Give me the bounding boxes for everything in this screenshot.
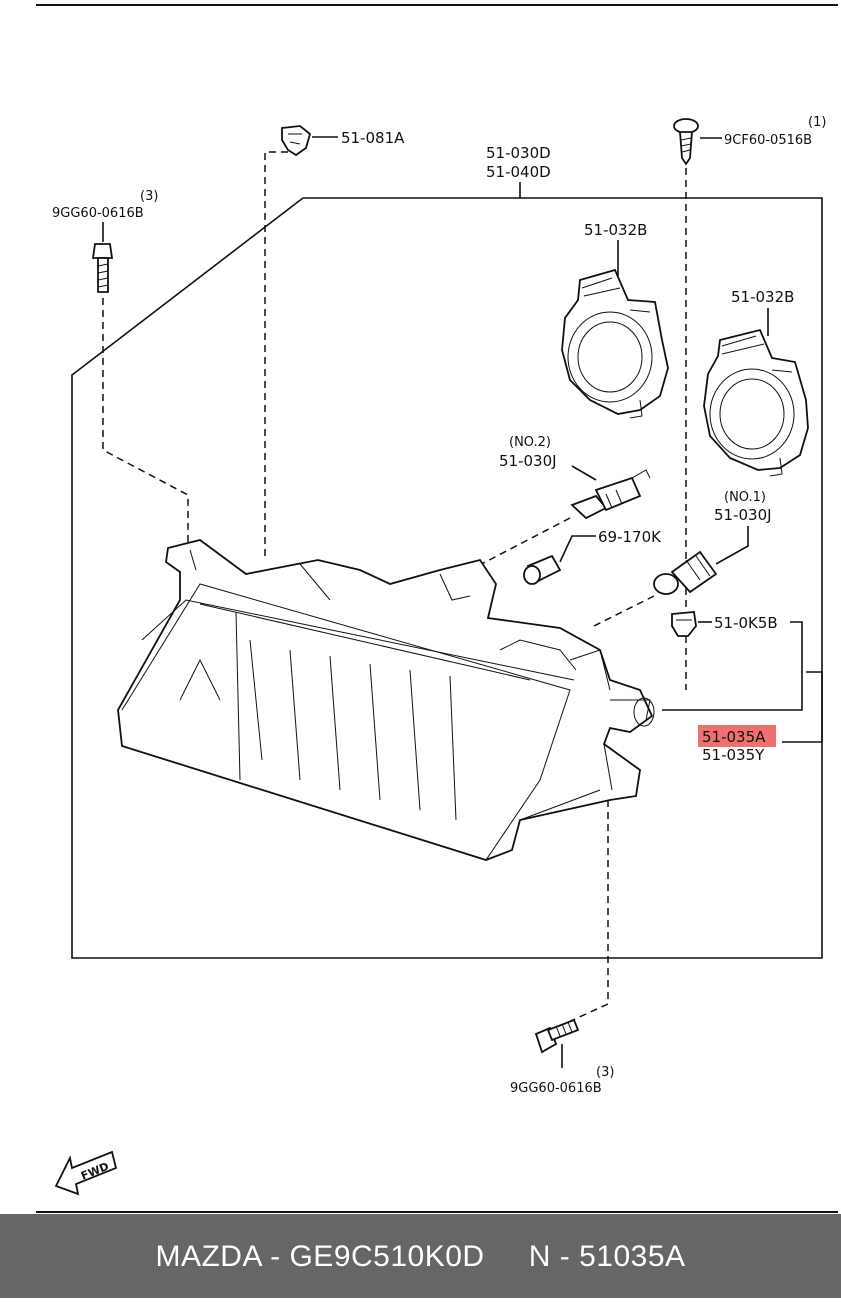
- assembly-outline: [71, 197, 823, 959]
- fwd-arrow-icon: FWD: [54, 1150, 118, 1196]
- cap-lower-icon: [703, 328, 809, 477]
- label-bracket-2: 51-035Y: [702, 746, 765, 764]
- bulb-no2-icon: [570, 469, 651, 520]
- headlamp-icon: [117, 539, 655, 861]
- screw-top-icon: [673, 118, 699, 166]
- label-bolt-bottom-qty: (3): [596, 1065, 614, 1080]
- label-screw-top-qty: (1): [808, 115, 826, 130]
- bulb-no1-icon: [653, 550, 718, 595]
- label-screw-top: 9CF60-0516B: [724, 133, 812, 148]
- label-bulb-no2: 51-030J: [499, 452, 557, 470]
- label-bulb-no1: 51-030J: [714, 506, 772, 524]
- label-cap-1: 51-032B: [584, 221, 647, 239]
- cap-upper-icon: [561, 268, 669, 419]
- label-cap-2: 51-032B: [731, 288, 794, 306]
- label-bolt-left-qty: (3): [140, 189, 158, 204]
- small-bulb-icon: [523, 554, 562, 585]
- bolt-bottom-icon: [534, 1018, 580, 1054]
- bolt-left-icon: [91, 243, 114, 293]
- label-bulb-no2-tag: (NO.2): [509, 435, 551, 450]
- footer-bar: [0, 1214, 841, 1298]
- label-bolt-bottom: 9GG60-0616B: [510, 1081, 602, 1096]
- clip-top-icon: [281, 125, 312, 157]
- label-clip-right: 51-0K5B: [714, 614, 778, 632]
- label-clip-top: 51-081A: [341, 129, 405, 147]
- label-small-bulb: 69-170K: [598, 528, 662, 546]
- label-assembly-2: 51-040D: [486, 163, 551, 181]
- label-bolt-left: 9GG60-0616B: [52, 206, 144, 221]
- label-bracket-highlight: 51-035A: [702, 728, 766, 746]
- part-highlight: [698, 725, 776, 747]
- clip-right-icon: [671, 611, 697, 637]
- label-bulb-no1-tag: (NO.1): [724, 490, 766, 505]
- label-assembly-1: 51-030D: [486, 144, 551, 162]
- footer-part-number: MAZDA - GE9C510K0D N - 51035A: [155, 1240, 686, 1273]
